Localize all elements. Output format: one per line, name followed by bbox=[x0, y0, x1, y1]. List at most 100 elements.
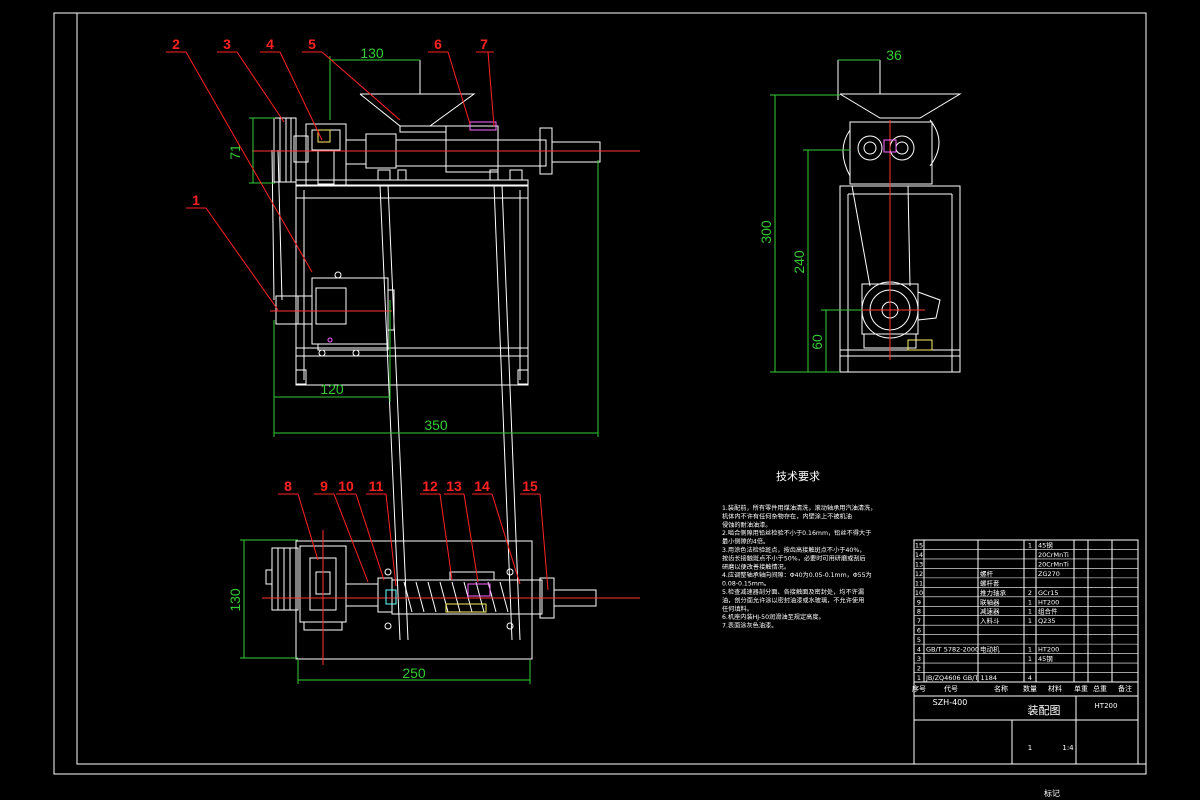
part-number-11: 11 bbox=[369, 478, 384, 494]
top-bubbles: 2 3 4 5 6 7 1 bbox=[172, 36, 488, 208]
title-row-no: 13 bbox=[915, 560, 923, 568]
technical-note-line: 1.装配前，所有零件用煤油清洗，滚动轴承用汽油清洗， bbox=[722, 504, 876, 512]
title-row-material: ZG270 bbox=[1038, 570, 1060, 578]
screw-flights bbox=[403, 581, 509, 613]
header-code: 代号 bbox=[944, 684, 958, 693]
dim-bottom-130: 130 bbox=[227, 588, 243, 612]
front-view bbox=[271, 60, 601, 641]
title-row-material: 组合件 bbox=[1038, 607, 1058, 616]
header-remarks: 备注 bbox=[1118, 684, 1132, 693]
drawing-name: 装配图 bbox=[1028, 704, 1061, 717]
title-row-material: GCr15 bbox=[1038, 589, 1059, 597]
part-number-14: 14 bbox=[474, 478, 490, 494]
title-row-name: 电动机 bbox=[980, 645, 1000, 654]
title-row-no: 1 bbox=[917, 674, 921, 682]
title-row-name: 减速器 bbox=[980, 607, 1000, 616]
outer-frame bbox=[53, 12, 1147, 775]
title-block-header: 序号 代号 名称 数量 材料 单重 总重 备注 bbox=[912, 684, 1132, 693]
title-row-material: 20CrMnTi bbox=[1038, 560, 1069, 568]
title-scale: 1:4 bbox=[1062, 744, 1074, 752]
header-qty: 数量 bbox=[1023, 684, 1037, 693]
top-leaders bbox=[166, 51, 495, 311]
technical-note-line: 最小侧隙的4倍。 bbox=[722, 538, 769, 546]
title-row-qty: 2 bbox=[1028, 589, 1032, 597]
title-row-material: HT200 bbox=[1038, 646, 1059, 654]
title-row-material: HT200 bbox=[1038, 598, 1059, 606]
part-number-15: 15 bbox=[522, 478, 538, 494]
technical-note-line: 4.应调整轴承轴向间隙：Φ40为0.05-0.1mm，Φ55为 bbox=[722, 571, 872, 579]
technical-note-line: 7.表面涂灰色油漆。 bbox=[722, 622, 777, 630]
dim-side-240: 240 bbox=[791, 250, 807, 274]
bottom-yellow-accent bbox=[445, 603, 487, 613]
title-row-qty: 4 bbox=[1028, 674, 1032, 682]
title-row-name: 入料斗 bbox=[980, 616, 1000, 625]
technical-notes-lines: 1.装配前，所有零件用煤油清洗，滚动轴承用汽油清洗，机体内不许有任何杂物存在，内… bbox=[722, 504, 876, 630]
technical-note-line: 0.08-0.15mm。 bbox=[722, 581, 770, 588]
header-no: 序号 bbox=[912, 684, 926, 693]
bottom-magenta-accent bbox=[467, 583, 491, 597]
title-row-no: 2 bbox=[917, 665, 921, 673]
title-row-qty: 1 bbox=[1028, 598, 1032, 606]
part-number-10: 10 bbox=[338, 478, 354, 494]
title-row-material: Q235 bbox=[1038, 617, 1056, 625]
dim-front-120: 120 bbox=[320, 381, 344, 397]
side-view bbox=[837, 60, 962, 373]
technical-note-line: 3.用涂色法检验斑点，按齿高接触斑点不小于40%， bbox=[722, 546, 865, 554]
title-row-name: 螺杆 bbox=[980, 569, 994, 578]
dim-side-300: 300 bbox=[758, 220, 774, 244]
title-row-material: 45钢 bbox=[1038, 541, 1053, 549]
part-number-1: 1 bbox=[192, 192, 200, 208]
bottom-cyan-accent bbox=[385, 589, 397, 605]
technical-notes-title: 技术要求 bbox=[776, 470, 820, 483]
part-number-13: 13 bbox=[446, 478, 462, 494]
part-number-6: 6 bbox=[434, 36, 442, 52]
title-row-no: 15 bbox=[915, 541, 923, 549]
side-base-accent bbox=[907, 339, 933, 351]
part-number-5: 5 bbox=[308, 36, 316, 52]
title-row-name: 螺杆套 bbox=[980, 578, 1000, 587]
title-row-no: 3 bbox=[917, 655, 921, 663]
dim-front-71: 71 bbox=[227, 144, 243, 160]
dim-side-36: 36 bbox=[886, 47, 902, 63]
technical-note-line: 5.检查减速器剖分面、各接触面及密封处，均不许漏 bbox=[722, 588, 864, 596]
title-row-material: 20CrMnTi bbox=[1038, 551, 1069, 559]
title-row-no: 5 bbox=[917, 636, 921, 644]
title-row-no: 4 bbox=[917, 646, 921, 654]
header-material: 材料 bbox=[1048, 684, 1062, 693]
front-dimensions bbox=[249, 56, 599, 437]
title-row-no: 11 bbox=[915, 579, 923, 587]
part-number-4: 4 bbox=[266, 36, 274, 52]
title-row-qty: 1 bbox=[1028, 655, 1032, 663]
technical-note-line: 油，剖分面允许涂以密封油漆或水玻璃，不允许使用 bbox=[722, 596, 864, 604]
part-number-2: 2 bbox=[172, 36, 180, 52]
technical-note-line: 6.机座内装HJ-50润滑油至规定高度。 bbox=[722, 613, 825, 621]
part-number-9: 9 bbox=[320, 478, 328, 494]
title-row-qty: 1 bbox=[1028, 646, 1032, 654]
title-row-code: GB/T 5782-2000 bbox=[926, 646, 979, 654]
title-row-name: 推力轴承 bbox=[980, 588, 1007, 597]
title-material: HT200 bbox=[1095, 702, 1118, 710]
title-row-no: 14 bbox=[915, 551, 923, 559]
technical-note-line: 按齿长接触斑点不小于50%，必要时可用研磨或刮后 bbox=[722, 554, 866, 562]
title-row-no: 8 bbox=[917, 608, 921, 616]
bottom-dimensions bbox=[240, 539, 531, 684]
technical-note-line: 2.啮合侧隙用铅丝检验不小于0.16mm，铅丝不得大于 bbox=[722, 529, 871, 537]
part-number-8: 8 bbox=[284, 478, 292, 494]
dim-side-60: 60 bbox=[809, 334, 825, 350]
technical-note-line: 侵蚀的耐油油漆。 bbox=[722, 521, 772, 529]
title-row-no: 10 bbox=[915, 589, 923, 597]
title-row-code: JB/ZQ4606 GB/T 1184 bbox=[925, 674, 997, 682]
model-code: SZH-400 bbox=[933, 698, 968, 707]
bottom-view bbox=[265, 540, 597, 660]
bottom-leaders bbox=[278, 493, 549, 591]
title-row-no: 9 bbox=[917, 598, 921, 606]
bottom-label: 标记 bbox=[1044, 788, 1060, 798]
title-row-material: 45钢 bbox=[1038, 655, 1053, 663]
part-number-12: 12 bbox=[422, 478, 438, 494]
part-number-3: 3 bbox=[223, 36, 231, 52]
title-row-no: 7 bbox=[917, 617, 921, 625]
front-gear-accent bbox=[317, 129, 331, 143]
inner-frame bbox=[76, 12, 1147, 765]
